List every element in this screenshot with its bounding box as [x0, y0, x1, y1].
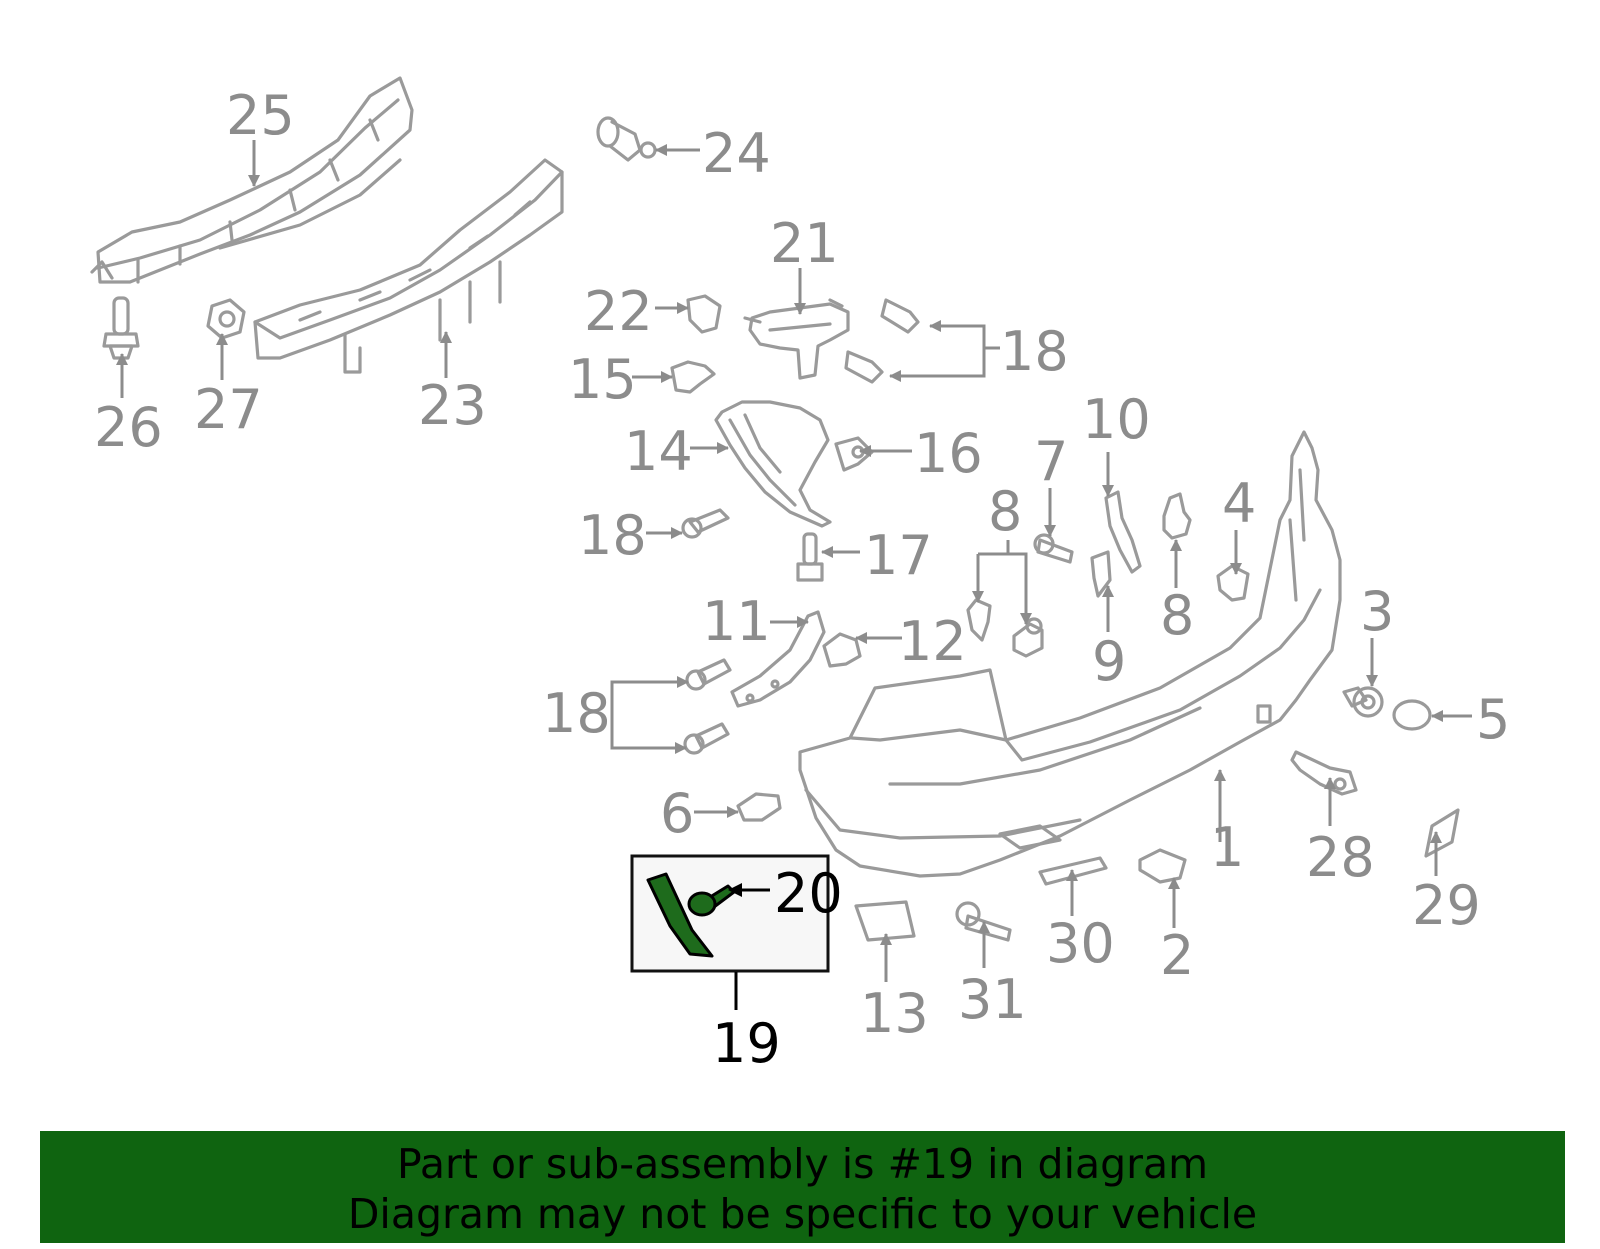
- part-18-bolts-top: [844, 298, 920, 384]
- label-21[interactable]: 21: [770, 212, 839, 275]
- part-17-bolt: [796, 532, 824, 582]
- label-12[interactable]: 12: [898, 610, 967, 673]
- label-2[interactable]: 2: [1160, 924, 1194, 987]
- part-28-bracket: [1290, 750, 1358, 796]
- part-18-bolt-mid: [681, 508, 730, 539]
- label-31[interactable]: 31: [958, 968, 1027, 1031]
- part-labels: 25 26 27 23 24 21 22 15 18 14 16 18 17 7…: [94, 84, 1510, 1075]
- label-23[interactable]: 23: [418, 374, 487, 437]
- part-7-bolt: [1033, 533, 1074, 564]
- part-1-bumper-cover: [798, 430, 1342, 878]
- label-24[interactable]: 24: [702, 122, 771, 185]
- part-16-retainer: [834, 436, 874, 472]
- part-4-cap: [1216, 564, 1250, 602]
- part-30-strip: [1038, 856, 1108, 886]
- part-3-grommet: [1342, 686, 1384, 718]
- part-31-bolt: [955, 901, 1012, 942]
- banner-line-1: Part or sub-assembly is #19 in diagram: [396, 1140, 1209, 1188]
- label-11[interactable]: 11: [702, 590, 771, 653]
- label-7[interactable]: 7: [1034, 430, 1068, 493]
- part-13-pad: [854, 900, 916, 942]
- banner-line-2: Diagram may not be specific to your vehi…: [347, 1190, 1258, 1238]
- info-banner: Part or sub-assembly is #19 in diagram D…: [40, 1131, 1565, 1243]
- part-25-reinforcement-beam: [90, 76, 414, 284]
- part-2-bracket: [1138, 848, 1187, 884]
- label-25[interactable]: 25: [226, 84, 295, 147]
- label-20[interactable]: 20: [774, 862, 843, 925]
- label-8-right[interactable]: 8: [1160, 584, 1194, 647]
- part-14-side-bracket: [714, 400, 832, 528]
- part-10-seal: [1104, 490, 1142, 574]
- label-13[interactable]: 13: [860, 982, 929, 1045]
- label-9[interactable]: 9: [1092, 630, 1126, 693]
- label-1[interactable]: 1: [1210, 816, 1244, 879]
- label-17[interactable]: 17: [864, 524, 933, 587]
- leader-lines: [116, 140, 1472, 982]
- label-18-top[interactable]: 18: [1000, 320, 1069, 383]
- part-5-ring: [1392, 699, 1432, 731]
- label-4[interactable]: 4: [1222, 472, 1256, 535]
- label-14[interactable]: 14: [624, 420, 693, 483]
- part-22-clip: [686, 294, 722, 334]
- part-24-clip: [596, 116, 657, 162]
- label-5[interactable]: 5: [1476, 688, 1510, 751]
- label-18-lower[interactable]: 18: [542, 682, 611, 745]
- label-22[interactable]: 22: [584, 280, 653, 343]
- label-26[interactable]: 26: [94, 396, 163, 459]
- label-28[interactable]: 28: [1306, 826, 1375, 889]
- label-18-mid[interactable]: 18: [578, 504, 647, 567]
- part-8-clips-left: [966, 598, 1044, 658]
- part-8-clip-right: [1162, 492, 1192, 540]
- part-15-clip: [670, 360, 716, 394]
- part-11-bracket: [730, 610, 826, 708]
- label-8-left[interactable]: 8: [988, 480, 1022, 543]
- part-23-energy-absorber: [253, 158, 564, 374]
- part-21-bracket: [743, 298, 850, 380]
- label-16[interactable]: 16: [914, 422, 983, 485]
- label-10[interactable]: 10: [1082, 388, 1151, 451]
- label-19[interactable]: 19: [712, 1012, 781, 1075]
- part-6-clip: [736, 792, 782, 822]
- part-19-highlight: [630, 854, 830, 1010]
- part-29-pad: [1424, 808, 1460, 858]
- label-6[interactable]: 6: [660, 782, 694, 845]
- part-12-clip: [822, 632, 862, 668]
- label-27[interactable]: 27: [194, 378, 263, 441]
- label-30[interactable]: 30: [1046, 912, 1115, 975]
- label-3[interactable]: 3: [1360, 580, 1394, 643]
- part-19-reflector: [646, 872, 714, 958]
- label-15[interactable]: 15: [568, 348, 637, 411]
- part-27-nut: [206, 298, 246, 340]
- part-26-bolt: [102, 296, 140, 360]
- part-18-bolts-lower: [683, 658, 732, 755]
- label-29[interactable]: 29: [1412, 874, 1481, 937]
